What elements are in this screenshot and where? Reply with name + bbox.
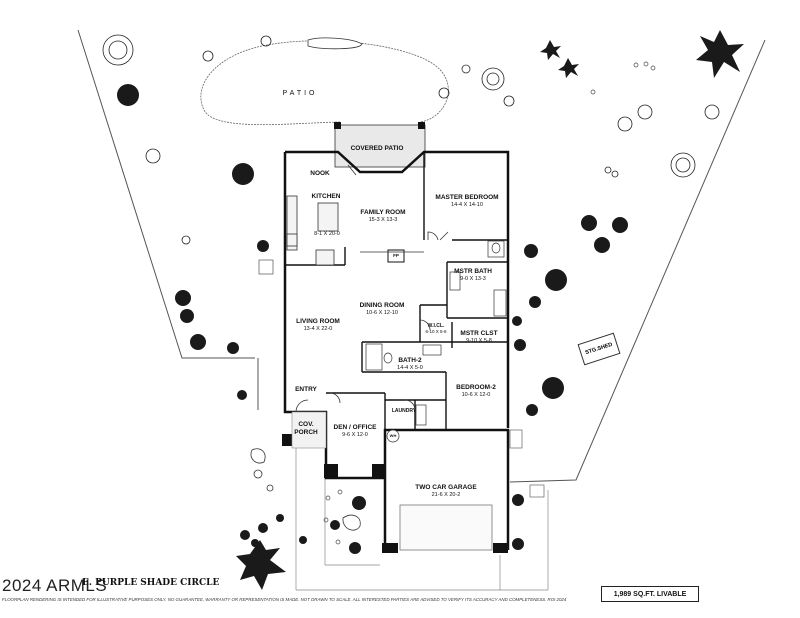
flowering-shrubs	[102, 34, 720, 245]
garage-post	[382, 543, 398, 553]
covered-patio	[334, 124, 426, 168]
interior-walls	[285, 152, 508, 478]
porch-post	[282, 434, 292, 446]
dark-shrubs	[117, 84, 628, 554]
ac-pad	[509, 429, 523, 449]
livable-area-badge: 1,989 SQ.FT. LIVABLE	[601, 586, 699, 602]
fireplace	[387, 249, 405, 263]
fireplace-label: FP	[393, 253, 399, 258]
patio-label: PATIO	[282, 90, 318, 97]
spiky-plants	[236, 30, 744, 590]
garage-door	[399, 504, 493, 551]
room-walk-in-closet: W.I.CL.6-10 X 5-6	[425, 323, 447, 335]
room-entry: ENTRY	[295, 386, 317, 393]
bath-fixtures	[365, 240, 507, 443]
patio-post	[418, 122, 425, 129]
den-post	[372, 464, 386, 478]
room-nook: NOOK	[310, 170, 330, 177]
room-cov-porch: COV. PORCH	[294, 421, 318, 437]
disclaimer-text: FLOORPLAN RENDERING IS INTENDED FOR ILLU…	[2, 597, 567, 602]
watermark: 2024 ARMLS	[2, 576, 108, 595]
patio-outline	[200, 40, 449, 126]
lot-lines	[77, 29, 766, 483]
ac-pad	[529, 484, 545, 498]
walkways	[295, 448, 549, 591]
door-swings	[295, 164, 449, 413]
property-address: E. PURPLE SHADE CIRCLE	[82, 578, 220, 588]
kitchen-counters	[286, 195, 339, 266]
water-heater-label: WH	[389, 433, 397, 438]
garage-post	[493, 543, 508, 553]
patio-post	[334, 122, 341, 129]
boulders	[250, 37, 471, 531]
den-post	[324, 464, 338, 478]
planter	[258, 259, 274, 275]
room-kitchen: KITCHEN	[311, 193, 341, 200]
porch	[291, 411, 327, 449]
room-laundry: LAUNDRY	[391, 408, 417, 414]
small-dots	[323, 61, 656, 545]
room-kitchen-dims: 8-1 X 20-0	[314, 231, 340, 237]
room-covered-patio: COVERED PATIO	[350, 145, 404, 152]
